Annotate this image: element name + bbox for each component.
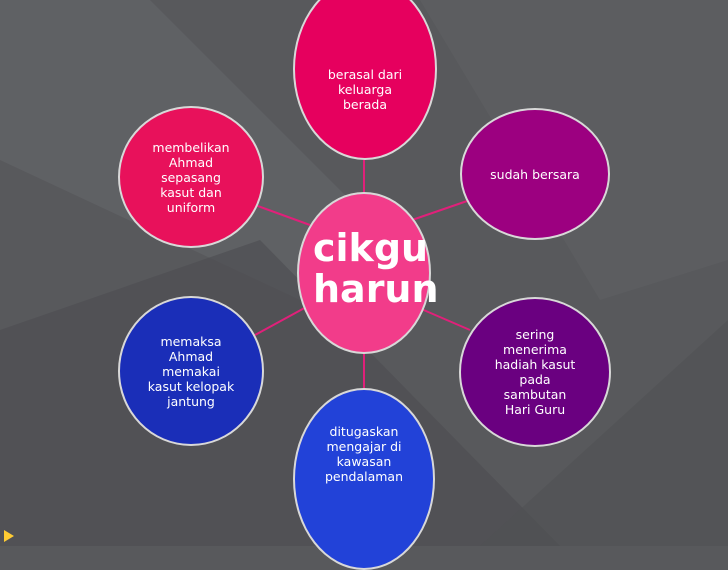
node-center: cikgu harun <box>297 192 439 354</box>
node-center-label: cikgu harun <box>313 226 439 311</box>
node-bottom: ditugaskan mengajar di kawasan pendalama… <box>293 388 435 570</box>
node-top: berasal dari keluarga berada <box>293 0 437 160</box>
node-top-right-label: sudah bersara <box>490 166 580 182</box>
connectors <box>254 160 471 390</box>
node-bottom-left-label: memaksa Ahmad memakai kasut kelopak jant… <box>147 333 235 409</box>
node-bottom-right-label: sering menerima hadiah kasut pada sambut… <box>494 327 576 417</box>
node-top-left: membelikan Ahmad sepasang kasut dan unif… <box>118 106 264 248</box>
node-top-label: berasal dari keluarga berada <box>327 66 403 112</box>
node-bottom-left: memaksa Ahmad memakai kasut kelopak jant… <box>118 296 264 446</box>
slide-bullet-icon <box>4 530 14 542</box>
node-bottom-label: ditugaskan mengajar di kawasan pendalama… <box>324 424 404 484</box>
node-bottom-right: sering menerima hadiah kasut pada sambut… <box>459 297 611 447</box>
node-top-right: sudah bersara <box>460 108 610 240</box>
node-top-left-label: membelikan Ahmad sepasang kasut dan unif… <box>152 139 230 215</box>
